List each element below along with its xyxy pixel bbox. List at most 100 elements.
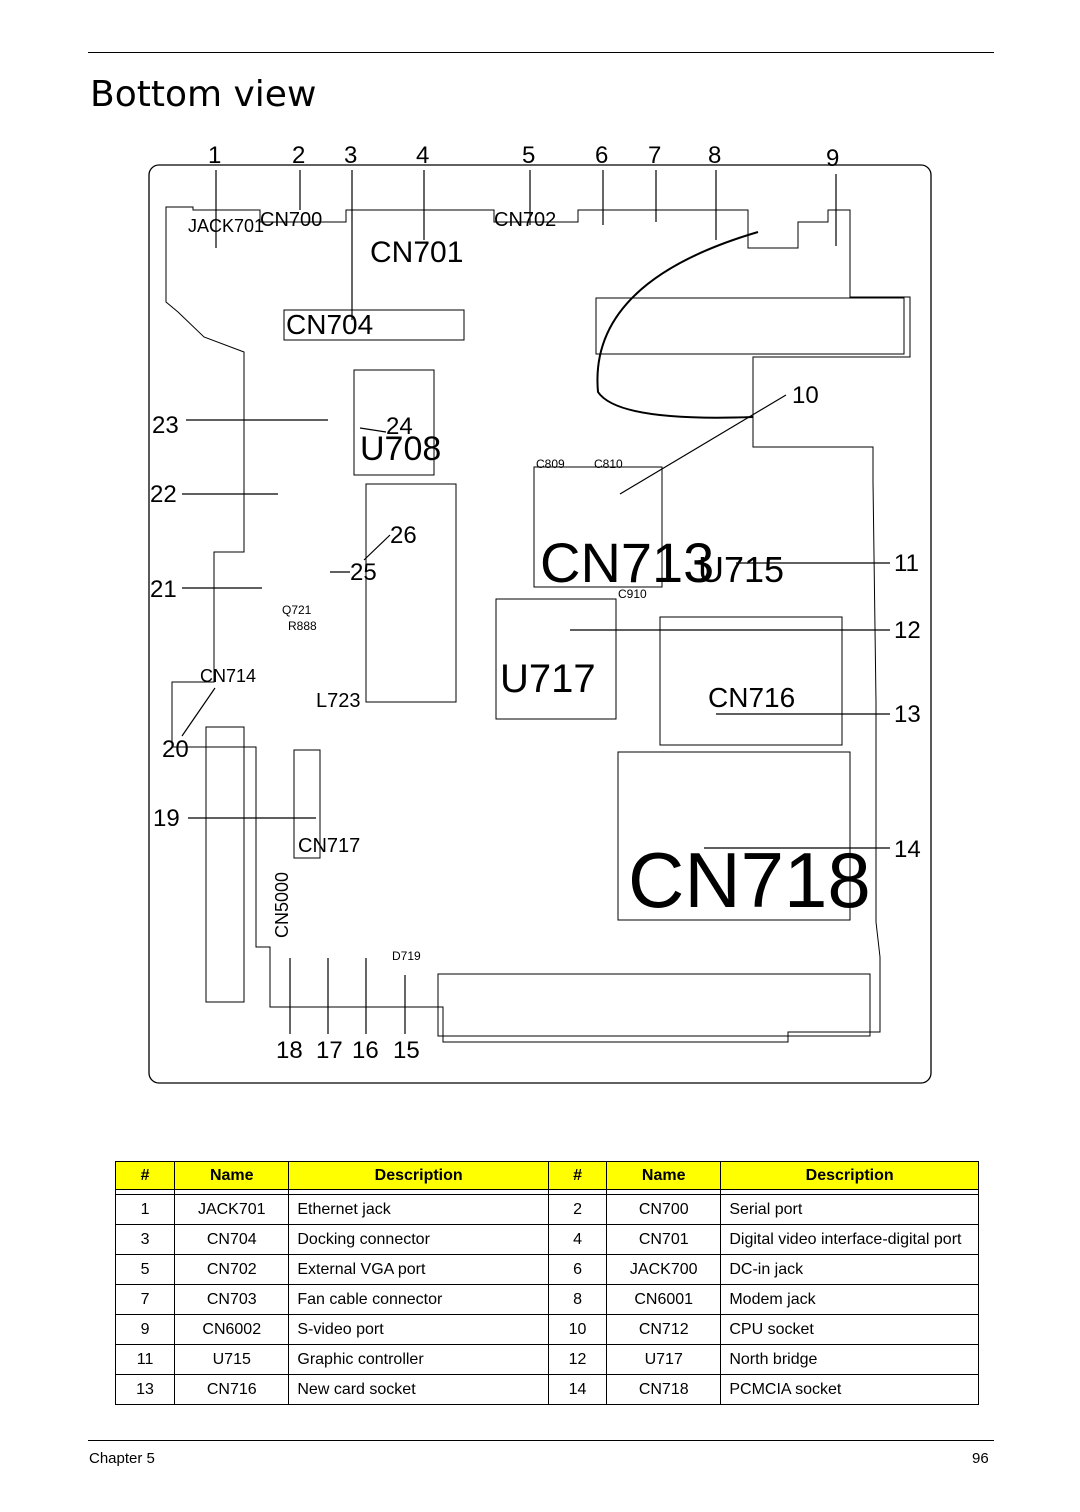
- row-desc-right: PCMCIA socket: [720, 1374, 979, 1405]
- row-name-right: CN701: [606, 1224, 722, 1255]
- row-desc-left: Graphic controller: [288, 1344, 549, 1375]
- silk-cn718: CN718: [628, 836, 871, 924]
- callout-2: 2: [292, 142, 305, 169]
- callout-3: 3: [344, 142, 357, 169]
- callout-21: 21: [150, 576, 177, 603]
- cn704-slot: [283, 309, 465, 341]
- row-name-right: CN712: [606, 1314, 722, 1345]
- row-name-right: CN700: [606, 1194, 722, 1225]
- callout-16: 16: [352, 1037, 379, 1064]
- cn717-slot: [293, 749, 321, 859]
- callout-8: 8: [708, 142, 721, 169]
- row-desc-left: Ethernet jack: [288, 1194, 549, 1225]
- col-header-num-1: #: [114, 1161, 176, 1190]
- footer-chapter: Chapter 5: [89, 1450, 155, 1467]
- page-title: Bottom view: [90, 74, 317, 115]
- silk-u708: U708: [360, 430, 441, 468]
- table-header-row: # Name Description # Name Description: [114, 1161, 979, 1190]
- callout-15: 15: [393, 1037, 420, 1064]
- row-desc-left: New card socket: [288, 1374, 549, 1405]
- footer-page-number: 96: [972, 1450, 989, 1467]
- callout-14: 14: [894, 836, 921, 863]
- cn716-zone: [659, 616, 843, 746]
- silk-d719: D719: [392, 949, 421, 963]
- silk-cn717: CN717: [298, 835, 360, 857]
- callout-10: 10: [792, 382, 819, 409]
- callout-7: 7: [648, 142, 661, 169]
- callout-6: 6: [595, 142, 608, 169]
- silk-cn700: CN700: [260, 209, 322, 231]
- callout-25: 25: [350, 559, 377, 586]
- silk-u717: U717: [500, 657, 596, 701]
- silk-cn5000: CN5000: [272, 872, 292, 938]
- row-desc-right: CPU socket: [720, 1314, 979, 1345]
- row-desc-left: External VGA port: [288, 1254, 549, 1285]
- footer-rule: [88, 1440, 994, 1441]
- row-num-left: 11: [114, 1344, 176, 1375]
- silk-cn702: CN702: [494, 209, 556, 231]
- u717-zone: [495, 598, 617, 720]
- col-header-name-2: Name: [606, 1161, 722, 1190]
- silk-jack701: JACK701: [188, 216, 264, 236]
- silk-c809: C809: [536, 457, 565, 471]
- row-num-right: 14: [547, 1374, 608, 1405]
- silk-u715: U715: [698, 549, 784, 590]
- row-num-right: 2: [547, 1194, 608, 1225]
- row-name-left: CN702: [174, 1254, 290, 1285]
- row-name-right: JACK700: [606, 1254, 722, 1285]
- header-rule: [88, 52, 994, 53]
- cn711-zone: [365, 483, 457, 703]
- row-desc-left: S-video port: [288, 1314, 549, 1345]
- top-right-strip: [595, 297, 905, 355]
- u708-block: [353, 369, 435, 476]
- row-name-left: U715: [174, 1344, 290, 1375]
- callout-22: 22: [150, 481, 177, 508]
- silk-cn712: CN713: [540, 531, 714, 594]
- cn5000-slot: [205, 726, 245, 1003]
- row-desc-right: Digital video interface-digital port: [720, 1224, 979, 1255]
- silk-cn701: CN701: [370, 236, 463, 269]
- callout-24: 24: [386, 413, 413, 440]
- col-header-desc-1: Description: [288, 1161, 549, 1190]
- silk-l723: L723: [316, 690, 361, 712]
- board-diagram: CN713 CN718 CN701 CN704 CN700 CN702 U708…: [148, 162, 932, 1084]
- row-name-left: CN716: [174, 1374, 290, 1405]
- silk-c810: C810: [594, 457, 623, 471]
- callout-4: 4: [416, 142, 429, 169]
- row-desc-right: DC-in jack: [720, 1254, 979, 1285]
- row-name-left: JACK701: [174, 1194, 290, 1225]
- bottom-strip: [437, 973, 871, 1037]
- cpu-zone: [533, 466, 663, 588]
- row-num-left: 1: [114, 1194, 176, 1225]
- callout-1: 1: [208, 142, 221, 169]
- callout-23: 23: [152, 412, 179, 439]
- callout-18: 18: [276, 1037, 303, 1064]
- callout-12: 12: [894, 617, 921, 644]
- callout-9: 9: [826, 145, 839, 172]
- silk-r888: Q721: [282, 603, 312, 617]
- silk-cn714: CN714: [200, 666, 256, 686]
- diagram-frame: [148, 164, 932, 1084]
- callout-11: 11: [894, 550, 919, 577]
- row-desc-right: Modem jack: [720, 1284, 979, 1315]
- callout-13: 13: [894, 701, 921, 728]
- col-header-num-2: #: [547, 1161, 608, 1190]
- row-num-left: 7: [114, 1284, 176, 1315]
- cn718-zone: [617, 751, 851, 921]
- row-name-left: CN6002: [174, 1314, 290, 1345]
- row-num-right: 4: [547, 1224, 608, 1255]
- col-header-desc-2: Description: [720, 1161, 979, 1190]
- board-diagram-svg: CN713 CN718 CN701 CN704 CN700 CN702 U708…: [148, 164, 932, 1084]
- callout-leaders: [181, 170, 890, 1034]
- board-outline: [165, 206, 911, 1043]
- silk-c910: C910: [618, 587, 647, 601]
- silk-cn716: CN716: [708, 682, 795, 713]
